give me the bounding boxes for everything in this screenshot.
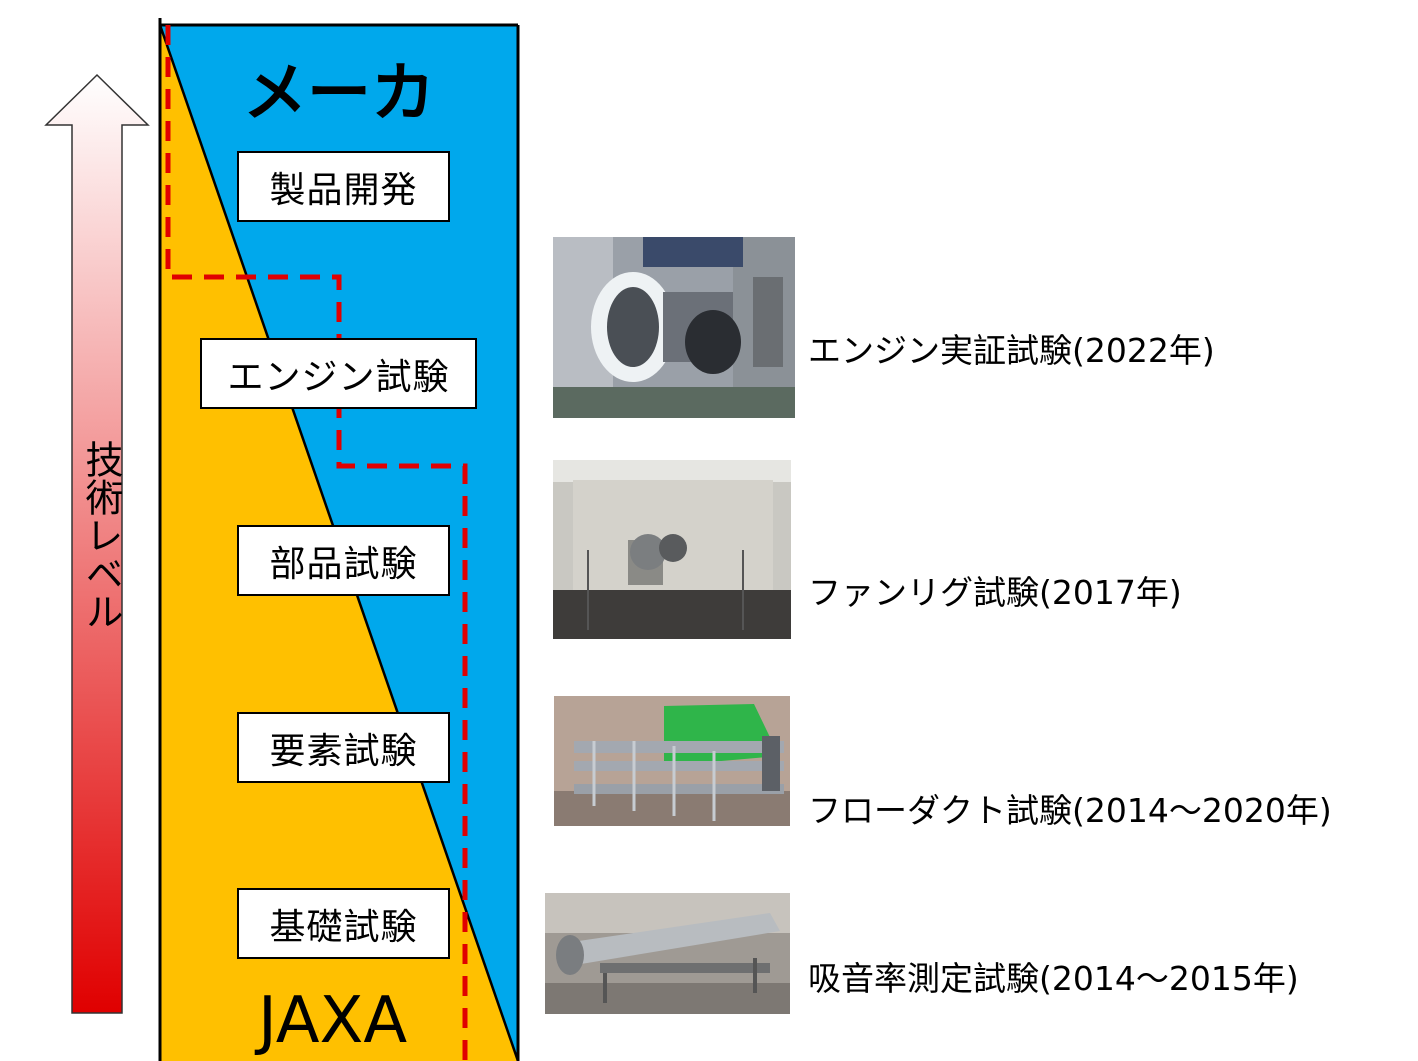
stage-product-development: 製品開発 (237, 151, 450, 222)
absorption-test-caption: 吸音率測定試験(2014～2015年) (808, 959, 1299, 998)
stage-label: 基礎試験 (269, 906, 418, 948)
stage-label: エンジン試験 (227, 356, 450, 398)
flow-duct-caption: フローダクト試験(2014～2020年) (808, 791, 1332, 830)
stage-basic-test: 基礎試験 (237, 888, 450, 959)
tech-level-label: 技術レベル (79, 440, 123, 630)
absorption-test-photo (545, 893, 790, 1014)
engine-test-photo (553, 237, 795, 418)
fan-rig-photo (553, 460, 791, 639)
jaxa-label: JAXA (258, 984, 408, 1058)
fan-rig-caption: ファンリグ試験(2017年) (808, 573, 1182, 612)
stage-component-test: 部品試験 (237, 525, 450, 596)
engine-test-caption: エンジン実証試験(2022年) (808, 331, 1215, 370)
stage-engine-test: エンジン試験 (200, 338, 477, 409)
maker-label: メーカ (243, 57, 435, 131)
flow-duct-photo (554, 696, 790, 826)
stage-label: 要素試験 (269, 730, 418, 772)
stage-label: 部品試験 (269, 543, 418, 585)
stage-element-test: 要素試験 (237, 712, 450, 783)
stage-label: 製品開発 (269, 169, 418, 211)
tech-level-arrow (44, 73, 150, 1014)
